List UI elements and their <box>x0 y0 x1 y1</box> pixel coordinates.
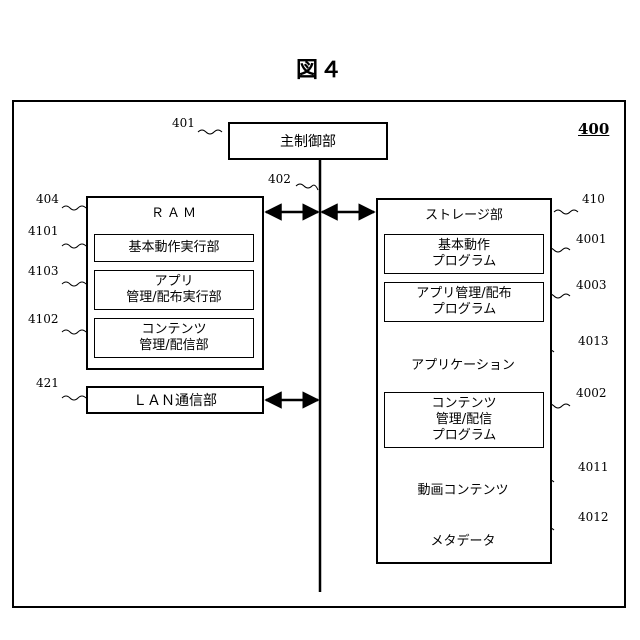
leader-4101 <box>62 244 86 248</box>
bus-ref: 402 <box>268 172 291 186</box>
data-store-ref: 4011 <box>578 460 609 474</box>
ram-ref: 404 <box>36 192 59 206</box>
ram-item-line: コンテンツ <box>141 322 206 338</box>
ram-item-line: 基本動作実行部 <box>128 240 219 256</box>
leader-404 <box>62 206 86 210</box>
program-line: プログラム <box>432 254 497 270</box>
program-line: アプリ管理/配布 <box>416 286 511 302</box>
data-store-ref: 4012 <box>578 510 609 524</box>
program-ref: 4002 <box>576 386 607 400</box>
storage-program-app-management: アプリ管理/配布 プログラム <box>384 282 544 322</box>
ram-item-line: 管理/配信部 <box>139 338 208 354</box>
ram-item-ref: 4103 <box>28 264 59 278</box>
lan-comm-label: ＬＡＮ通信部 <box>133 390 217 410</box>
program-line: プログラム <box>432 302 497 318</box>
data-store-ref: 4013 <box>578 334 609 348</box>
program-line: コンテンツ <box>431 396 496 412</box>
ram-item-line: 管理/配布実行部 <box>126 290 221 306</box>
storage-ref: 410 <box>582 192 605 206</box>
program-ref: 4003 <box>576 278 607 292</box>
leader-4102 <box>62 330 86 334</box>
lan-ref: 421 <box>36 376 59 390</box>
storage-program-basic: 基本動作 プログラム <box>384 234 544 274</box>
leader-402 <box>296 184 318 190</box>
program-ref: 4001 <box>576 232 607 246</box>
data-store-label: メタデータ <box>430 530 495 549</box>
storage-program-content-management: コンテンツ 管理/配信 プログラム <box>384 392 544 448</box>
data-store-video-content: 動画コンテンツ <box>398 477 528 499</box>
ram-item-ref: 4102 <box>28 312 59 326</box>
data-store-label: アプリケーション <box>411 354 515 373</box>
ram-label: ＲＡＭ <box>86 202 264 221</box>
program-line: 管理/配信 <box>436 412 492 428</box>
leader-410 <box>554 210 578 214</box>
lan-comm-box: ＬＡＮ通信部 <box>86 386 264 414</box>
main-control-box: 主制御部 <box>228 122 388 160</box>
data-store-application: アプリケーション <box>398 352 528 374</box>
ram-item-app-management: アプリ 管理/配布実行部 <box>94 270 254 310</box>
leader-421 <box>62 396 86 400</box>
storage-label: ストレージ部 <box>376 204 552 223</box>
data-store-metadata: メタデータ <box>398 528 528 550</box>
leader-401 <box>198 130 222 134</box>
main-control-label: 主制御部 <box>280 131 336 151</box>
ram-item-content-management: コンテンツ 管理/配信部 <box>94 318 254 358</box>
main-control-ref: 401 <box>172 116 195 130</box>
program-line: プログラム <box>432 428 497 444</box>
ram-item-ref: 4101 <box>28 224 59 238</box>
leader-4103 <box>62 282 86 286</box>
program-line: 基本動作 <box>438 238 490 254</box>
data-store-label: 動画コンテンツ <box>417 479 508 498</box>
ram-item-line: アプリ <box>154 274 193 290</box>
ram-item-basic-operation: 基本動作実行部 <box>94 234 254 262</box>
